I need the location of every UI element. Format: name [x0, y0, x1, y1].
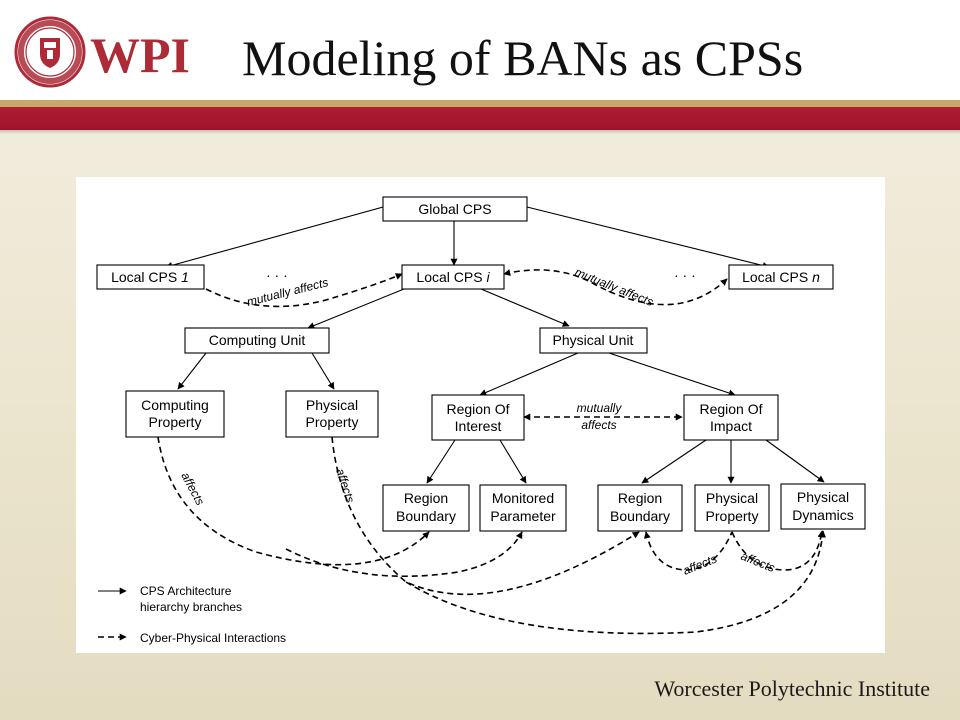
label-affects-physical: affects: [333, 467, 357, 505]
label-mutually-affects-right: mutually affects: [573, 265, 656, 309]
node-local-cps-1-label: Local CPS 1: [111, 269, 189, 285]
node-local-cps-1: Local CPS 1: [96, 264, 205, 290]
node-physical-unit: Physical Unit: [539, 327, 648, 354]
wpi-seal-icon: [14, 16, 86, 88]
header-crimson-band: [0, 107, 960, 130]
node-local-cps-n-label: Local CPS n: [742, 269, 820, 285]
label-affects-computing: affects: [178, 470, 207, 508]
node-computing-unit: Computing Unit: [184, 327, 330, 354]
ellipsis-left: · · ·: [266, 267, 288, 283]
node-global-cps: Global CPS: [382, 196, 528, 222]
label-affects-boundary: affects: [681, 552, 719, 578]
slide-footer: Worcester Polytechnic Institute: [654, 676, 930, 701]
node-global-cps-label: Global CPS: [418, 201, 491, 217]
wpi-logo: WPI: [14, 14, 194, 90]
legend-dashed-label: Cyber-Physical Interactions: [140, 631, 286, 645]
node-physical-unit-label: Physical Unit: [553, 332, 634, 348]
cps-diagram: Global CPS Local CPS 1 Local CPS i Local…: [76, 177, 885, 653]
node-computing-unit-label: Computing Unit: [209, 332, 306, 348]
wpi-wordmark: WPI: [90, 27, 190, 83]
node-local-cps-n: Local CPS n: [728, 264, 834, 290]
header-gold-stripe: [0, 100, 960, 107]
interaction-edges: [157, 269, 826, 635]
slide-title: Modeling of BANs as CPSs: [242, 30, 804, 86]
header-band-shadow: [0, 130, 960, 134]
node-local-cps-i-label: Local CPS i: [416, 269, 490, 285]
ellipsis-right: · · ·: [674, 267, 696, 283]
slide-header: WPI Modeling of BANs as CPSs: [0, 0, 960, 100]
node-local-cps-i: Local CPS i: [401, 264, 505, 290]
label-affects-dynamics: affects: [739, 549, 777, 575]
hierarchy-edges: [165, 206, 825, 484]
